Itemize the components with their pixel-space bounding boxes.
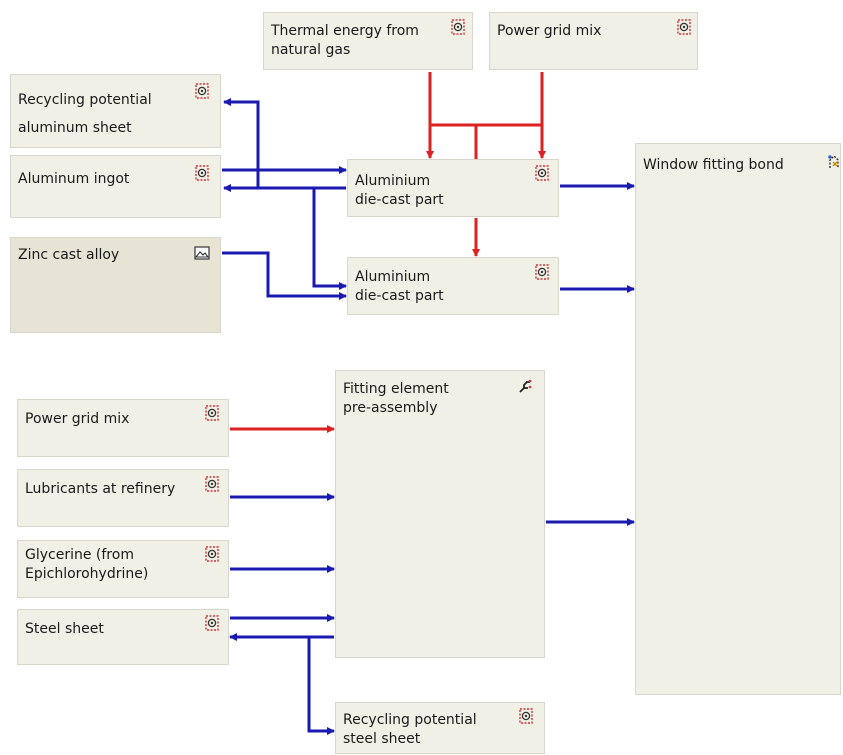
- process-plan-icon: [677, 19, 691, 35]
- node-power-grid-mix-bottom[interactable]: Power grid mix: [17, 399, 229, 457]
- flow-diecast1-to-recycling-al[interactable]: [223, 98, 260, 188]
- node-label: Power grid mix: [25, 411, 130, 427]
- node-label: Aluminium die-cast part: [355, 173, 444, 208]
- node-label: Fitting element pre-assembly: [343, 381, 449, 416]
- node-label: Window fitting bond: [643, 157, 784, 173]
- node-label: Glycerine (from Epichlorohydrine): [25, 547, 149, 582]
- node-aluminium-die-cast-part-2[interactable]: Aluminium die-cast part: [347, 257, 559, 315]
- node-window-fitting-bond[interactable]: Window fitting bond: [635, 143, 841, 695]
- node-glycerine[interactable]: Glycerine (from Epichlorohydrine): [17, 540, 229, 598]
- node-label: Aluminum ingot: [18, 171, 130, 187]
- node-recycling-potential-steel-sheet[interactable]: Recycling potential steel sheet: [335, 702, 545, 754]
- node-label: Recycling potential steel sheet: [343, 712, 477, 747]
- node-label: Power grid mix: [497, 23, 602, 39]
- wrench-icon: [519, 379, 532, 393]
- node-lubricants-at-refinery[interactable]: Lubricants at refinery: [17, 469, 229, 527]
- node-thermal-energy[interactable]: Thermal energy from natural gas: [263, 12, 473, 70]
- process-plan-icon: [205, 405, 219, 421]
- process-plan-icon: [205, 615, 219, 631]
- node-label: Lubricants at refinery: [25, 481, 176, 497]
- node-label: Thermal energy from natural gas: [271, 23, 419, 58]
- process-plan-icon: [535, 165, 549, 181]
- node-aluminum-ingot[interactable]: Aluminum ingot: [10, 155, 221, 218]
- node-power-grid-mix-top[interactable]: Power grid mix: [489, 12, 698, 70]
- flow-fitting-to-recycling-steel[interactable]: [307, 637, 335, 735]
- node-label: Steel sheet: [25, 621, 104, 637]
- node-label: Aluminium die-cast part: [355, 269, 444, 304]
- node-label: Recycling potential aluminum sheet: [18, 92, 152, 136]
- process-plan-icon: [195, 165, 209, 181]
- node-label: Zinc cast alloy: [18, 247, 120, 263]
- process-plan-icon: [205, 546, 219, 562]
- flow-zinc-to-diecast2[interactable]: [222, 251, 347, 300]
- assembly-icon: [828, 155, 839, 168]
- process-plan-icon: [535, 264, 549, 280]
- image-icon: [194, 246, 210, 260]
- process-plan-icon: [205, 476, 219, 492]
- node-recycling-aluminum-sheet[interactable]: Recycling potential aluminum sheet: [10, 74, 221, 148]
- flow-ingot-to-diecast2[interactable]: [312, 188, 347, 290]
- process-plan-icon: [519, 708, 533, 724]
- process-plan-icon: [195, 83, 209, 99]
- node-fitting-element-pre-assembly[interactable]: Fitting element pre-assembly: [335, 370, 545, 658]
- flow-power-top-branch[interactable]: [474, 123, 542, 160]
- flow-thermal-to-diecast1[interactable]: [428, 72, 476, 127]
- node-steel-sheet[interactable]: Steel sheet: [17, 609, 229, 665]
- node-aluminium-die-cast-part-1[interactable]: Aluminium die-cast part: [347, 159, 559, 217]
- node-zinc-cast-alloy[interactable]: Zinc cast alloy: [10, 237, 221, 333]
- process-plan-icon: [451, 19, 465, 35]
